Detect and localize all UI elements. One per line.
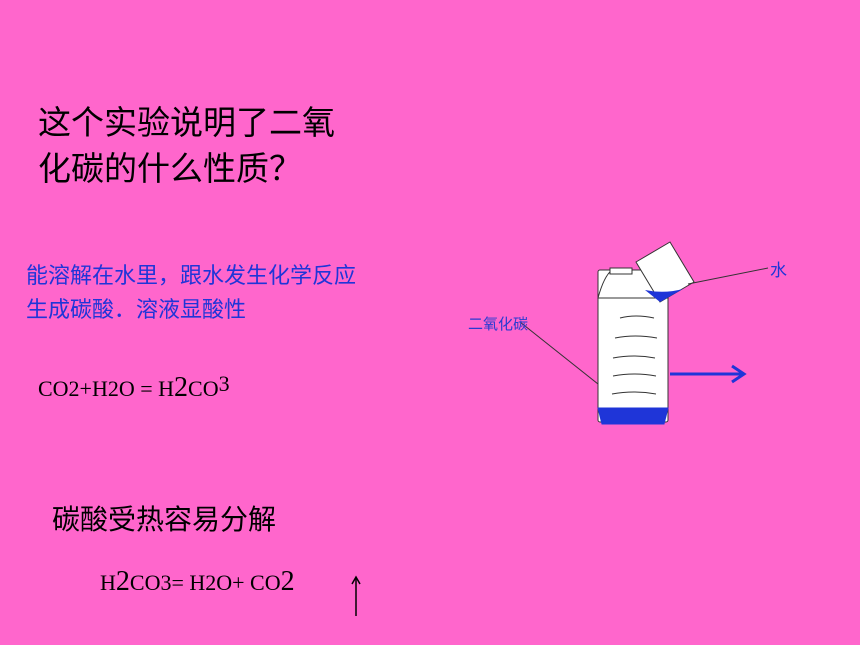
co2-leader-line — [519, 321, 599, 385]
eq1-sub-3: 3 — [218, 371, 230, 396]
equation-carbonic-acid-formation: CO2+H2O = H2CO3 — [38, 371, 230, 404]
water-leader-line — [687, 267, 769, 285]
eq2-part-b: CO3= H2O+ CO — [129, 570, 281, 595]
eq2-part-a: H — [100, 570, 116, 595]
equation-carbonic-acid-decomposition: H2CO3= H2O+ CO2 — [100, 566, 295, 598]
co2-label: 二氧化碳 — [468, 315, 529, 333]
question-text: 这个实验说明了二氧 化碳的什么性质？ — [38, 100, 398, 192]
answer-text: 能溶解在水里，跟水发生化学反应生成碳酸．溶液显酸性 — [26, 264, 357, 323]
eq1-part-b: CO — [188, 376, 219, 401]
right-arrow-icon — [670, 364, 747, 384]
eq1-part-a: CO2+H2O = H — [38, 376, 175, 401]
question-line-2: 化碳的什么性质？ — [38, 149, 302, 188]
bottle — [597, 267, 669, 425]
water-label: 水 — [770, 261, 787, 281]
decomposition-title: 碳酸受热容易分解 — [52, 503, 277, 536]
gas-up-arrow-icon — [351, 575, 361, 616]
eq2-sub-2: 2 — [115, 566, 130, 597]
beaker — [635, 241, 695, 303]
question-line-1: 这个实验说明了二氧 — [38, 103, 335, 142]
eq1-sub-2: 2 — [174, 372, 189, 403]
eq2-sub-2b: 2 — [280, 566, 295, 597]
